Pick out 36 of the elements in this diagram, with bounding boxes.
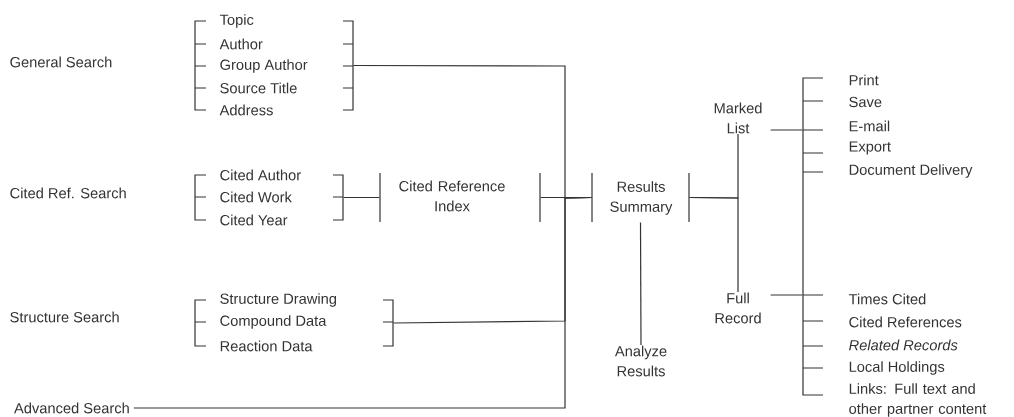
- option-label: Export: [849, 141, 891, 155]
- option-label: Topic: [219, 14, 254, 28]
- option-label: Reaction Data: [220, 340, 313, 352]
- section-label: Structure Search: [10, 311, 119, 323]
- step-label: Marked List: [714, 102, 762, 134]
- step-label: Analyze Results: [614, 345, 667, 377]
- section-label: General Search: [10, 56, 112, 68]
- option-label: Times Cited: [848, 293, 926, 305]
- option-label: Document Delivery: [849, 164, 973, 178]
- option-label: Local Holdings: [849, 361, 945, 375]
- option-label: Cited References: [849, 316, 962, 328]
- section-label: Cited Ref. Search: [10, 187, 126, 199]
- step-label: Full Record: [715, 292, 761, 324]
- option-label: Cited Work: [220, 191, 292, 203]
- option-label: Cited Author: [220, 169, 301, 181]
- connector-line: [133, 196, 592, 409]
- option-label: Source Title: [220, 82, 297, 94]
- connector-line: [639, 222, 642, 346]
- option-label: Related Records: [849, 339, 958, 351]
- option-label: Address: [219, 104, 273, 116]
- step-label: Advanced Search: [14, 402, 129, 414]
- connector-line: [689, 196, 739, 293]
- step-label: Cited Reference Index: [399, 180, 505, 212]
- connector-line: [770, 129, 803, 131]
- option-label: Save: [849, 96, 882, 108]
- connector-line: [770, 294, 803, 296]
- connector-line: [343, 196, 380, 199]
- option-label: Compound Data: [220, 315, 327, 329]
- option-label: Cited Year: [220, 214, 288, 226]
- option-label: Group Author: [220, 59, 308, 73]
- option-label: Author: [219, 38, 263, 50]
- step-label: Results Summary: [610, 181, 673, 215]
- option-label: Structure Drawing: [220, 293, 336, 307]
- option-label: E-mail: [849, 120, 890, 132]
- option-label: Links: Full text and other partner content: [849, 383, 987, 417]
- option-label: Print: [849, 74, 879, 86]
